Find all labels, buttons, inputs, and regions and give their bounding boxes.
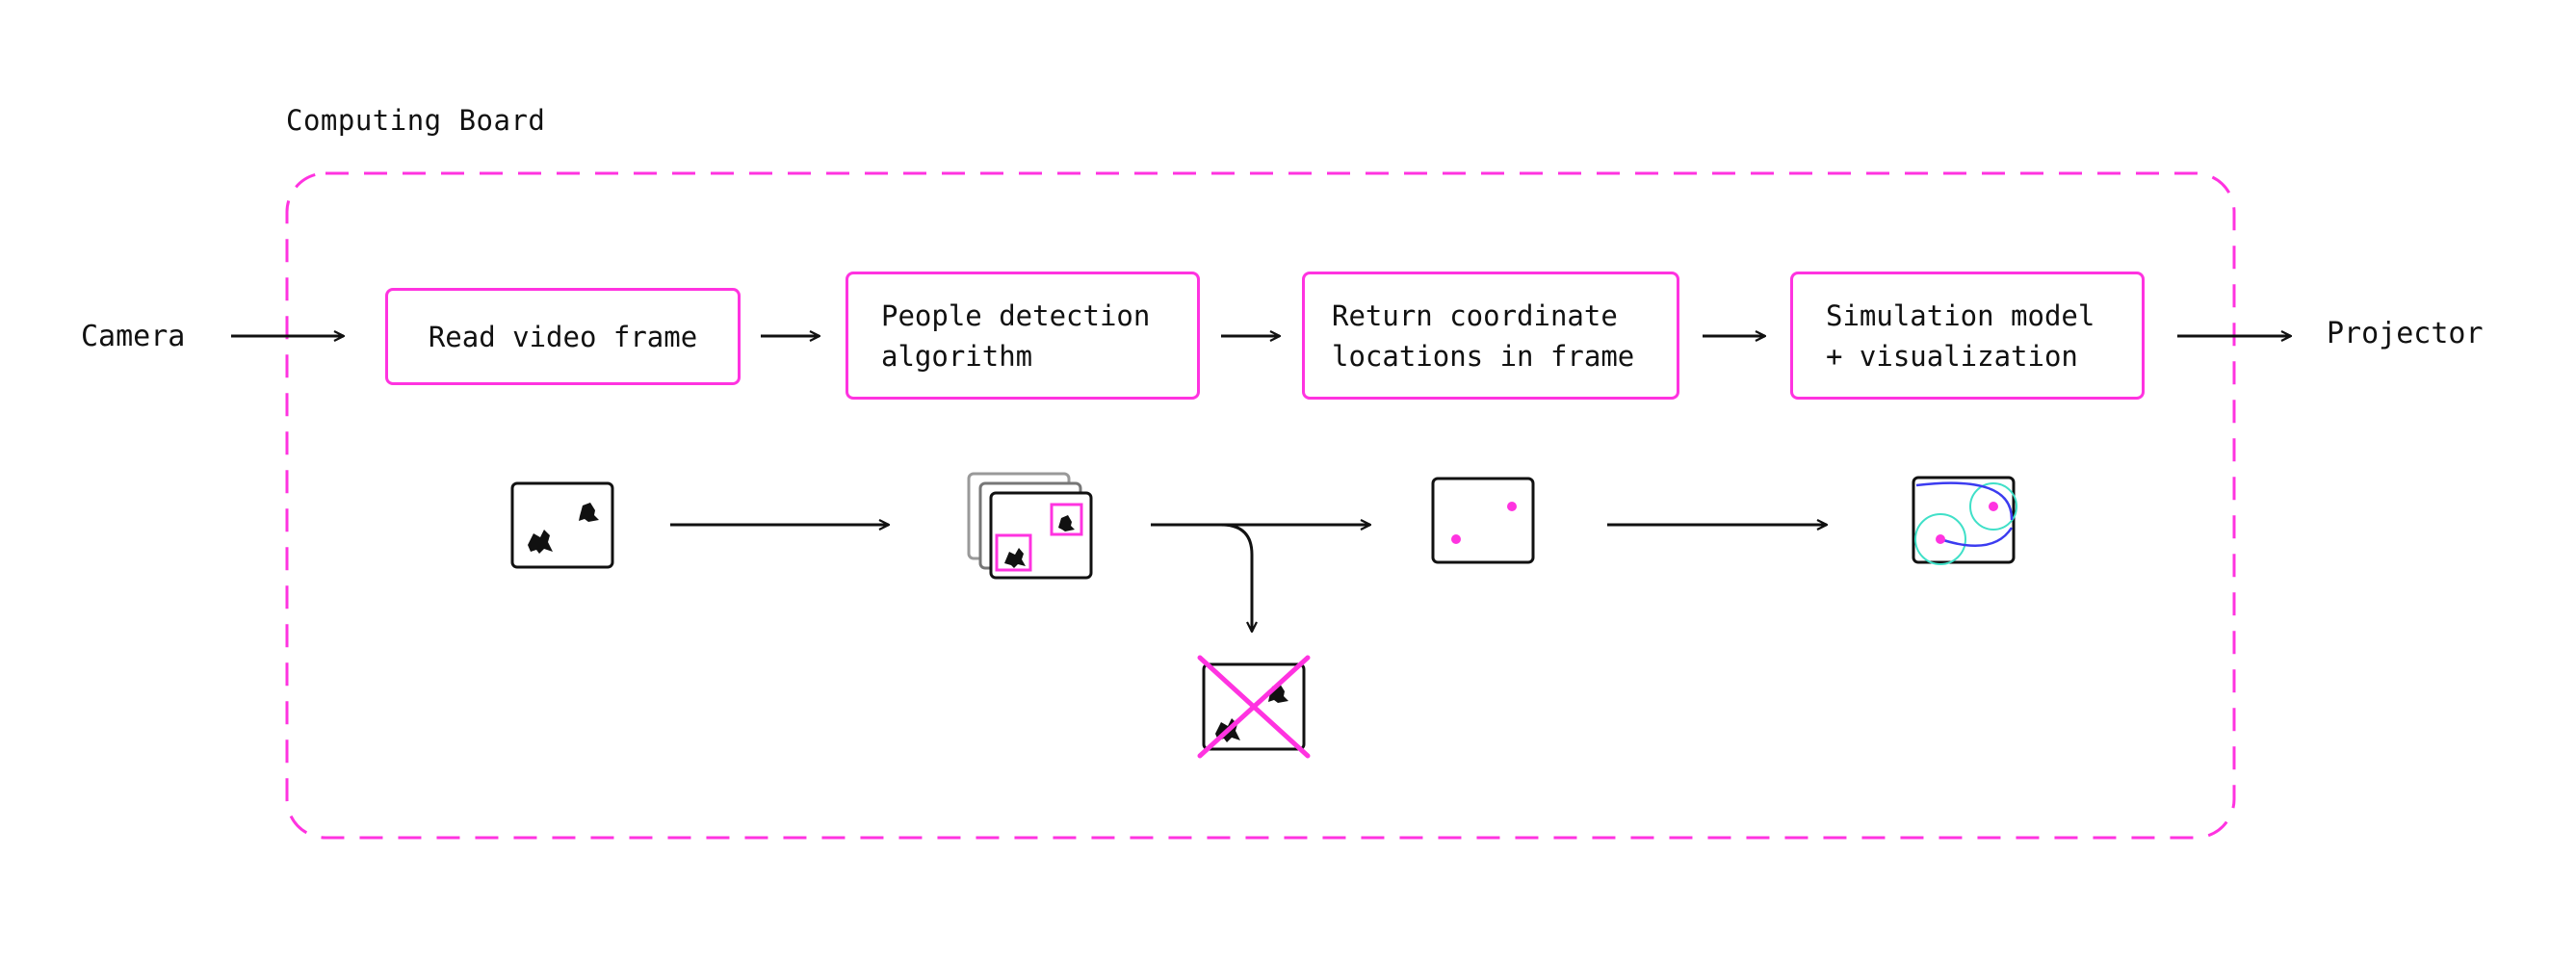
computing-board-boundary bbox=[285, 171, 2236, 840]
detection-frames-icon bbox=[967, 472, 1093, 580]
projector-label: Projector bbox=[2327, 317, 2484, 350]
computing-board-label: Computing Board bbox=[286, 104, 546, 137]
video-frame-icon bbox=[510, 481, 614, 569]
arrow-branch-to-discard bbox=[1220, 523, 1252, 632]
step-simulation-visualization: Simulation model + visualization bbox=[1790, 272, 2145, 400]
step-people-detection: People detection algorithm bbox=[846, 272, 1200, 400]
camera-label: Camera bbox=[81, 320, 186, 353]
step-read-video-frame: Read video frame bbox=[385, 288, 741, 385]
discarded-frame-icon bbox=[1197, 655, 1311, 759]
step-return-coordinates: Return coordinate locations in frame bbox=[1302, 272, 1679, 400]
simulation-visualization-icon bbox=[1912, 476, 2017, 565]
coordinate-points-icon bbox=[1431, 477, 1535, 564]
